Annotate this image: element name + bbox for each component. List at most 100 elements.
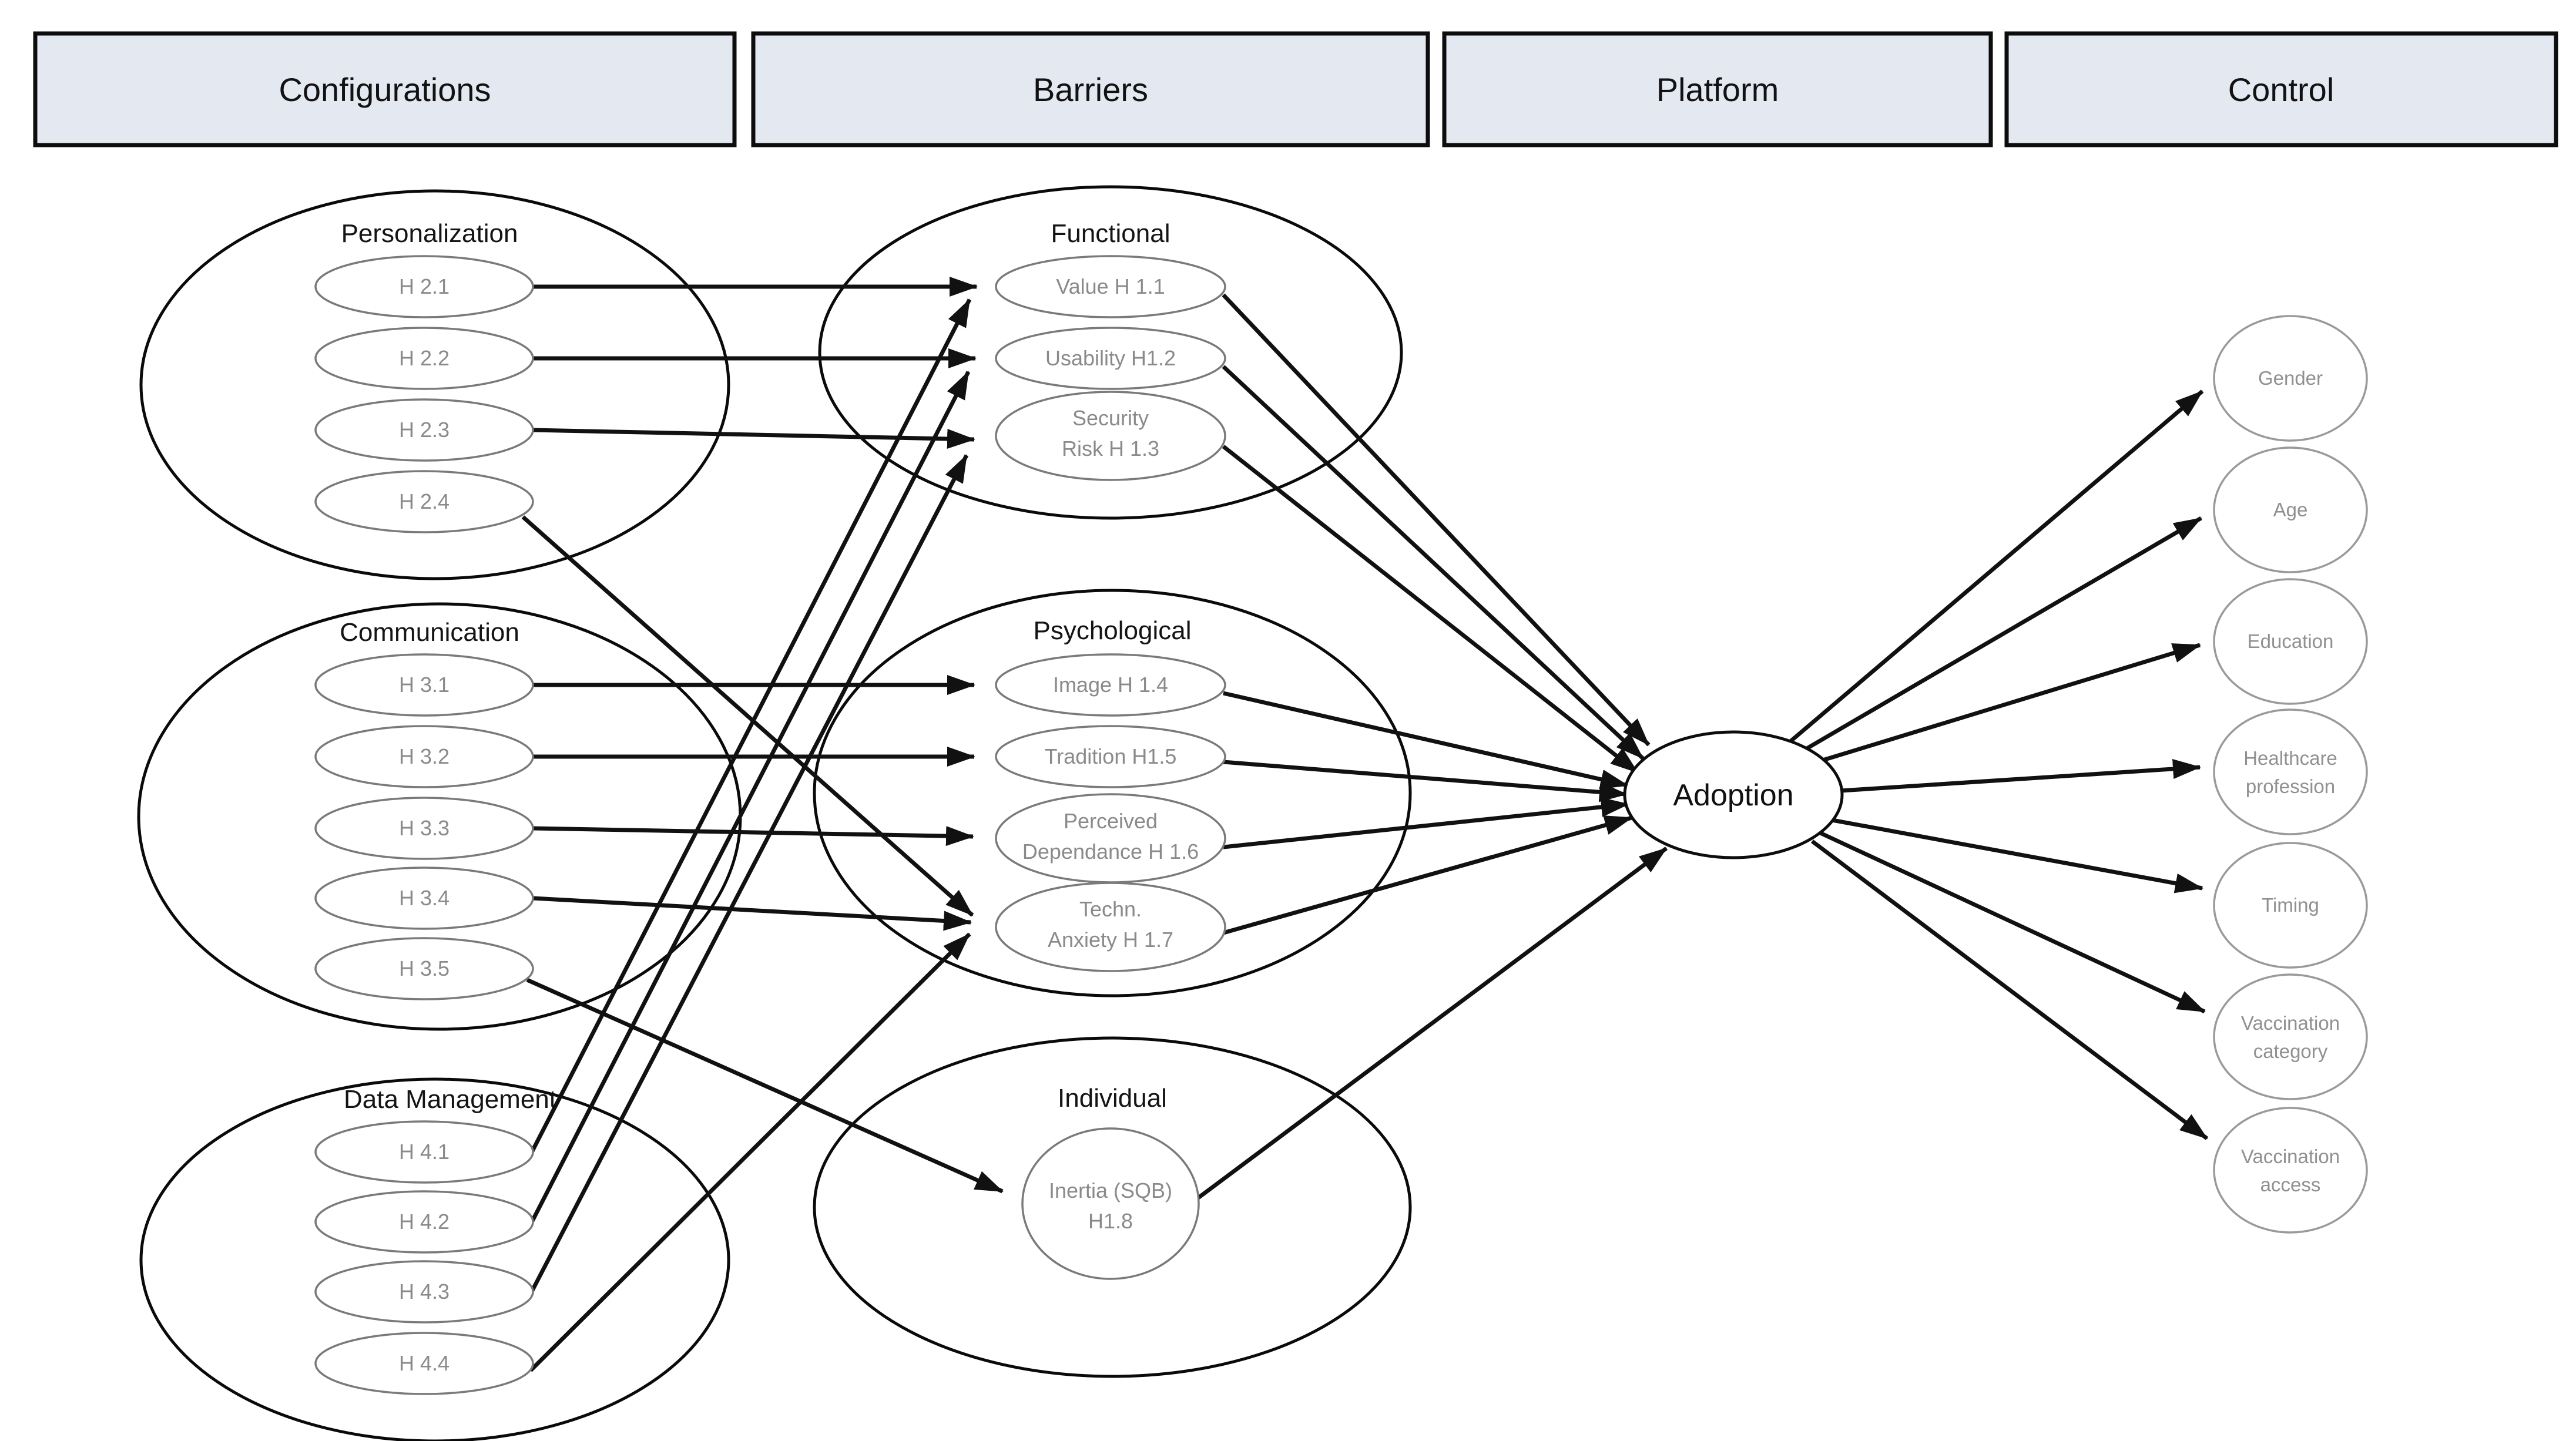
node-h2-2: [314, 327, 534, 390]
control-nodes: Gender Age Education Healthcare professi…: [2213, 315, 2368, 1234]
arrow-h43-to-security: [525, 454, 969, 1301]
arrow-h35-to-inertia: [526, 978, 1004, 1194]
node-label-tradition: Tradition H1.5: [1045, 744, 1177, 768]
header-label-platform: Platform: [1656, 71, 1779, 108]
cluster-title-communication: Communication: [340, 618, 519, 647]
arrow-security-to-adoption: [1222, 445, 1639, 774]
arrow-perceived-to-adoption: [1223, 797, 1629, 849]
arrow-adoption-to-education: [1806, 643, 2201, 767]
control-label-vaccination-access-line2: access: [2260, 1174, 2321, 1195]
control-education: [2213, 578, 2368, 705]
node-label-h4-4: H 4.4: [399, 1351, 450, 1375]
arrow-adoption-to-timing: [1832, 818, 2203, 894]
arrow-usability-to-adoption: [1222, 365, 1645, 760]
control-timing: [2213, 842, 2368, 969]
arrow-adoption-to-healthcare-profession: [1840, 759, 2201, 793]
arrow-h44-to-techn-anxiety: [529, 932, 971, 1372]
cluster-title-functional: Functional: [1051, 219, 1170, 248]
cluster-ellipses: Personalization Communication Data Manag…: [137, 185, 1412, 1441]
arrow-h34-to-techn-anxiety: [532, 896, 972, 931]
cluster-personalization: [139, 189, 730, 580]
node-label-h3-3: H 3.3: [399, 816, 450, 840]
arrow-value-to-adoption: [1222, 293, 1651, 747]
node-label-h4-1: H 4.1: [399, 1140, 450, 1164]
platform-node: Adoption: [1623, 730, 1844, 859]
node-label-h4-2: H 4.2: [399, 1210, 450, 1234]
node-label-value: Value H 1.1: [1056, 274, 1165, 298]
node-label-image: Image H 1.4: [1053, 673, 1168, 697]
arrow-techn-anxiety-to-adoption: [1223, 815, 1633, 935]
arrow-adoption-to-age: [1796, 516, 2202, 757]
node-perceived-dependance-h1-6: [995, 793, 1226, 884]
node-label-h3-5: H 3.5: [399, 956, 450, 980]
cluster-individual: [813, 1036, 1412, 1378]
control-label-gender: Gender: [2258, 367, 2323, 389]
node-label-security-line1: Security: [1072, 406, 1149, 430]
control-label-education: Education: [2248, 630, 2334, 652]
node-label-h3-1: H 3.1: [399, 673, 450, 697]
arrow-h23-to-security: [532, 428, 975, 449]
node-h3-4: [314, 866, 534, 930]
arrow-image-to-adoption: [1223, 691, 1629, 790]
cluster-title-individual: Individual: [1058, 1084, 1167, 1113]
node-h4-3: [314, 1260, 534, 1324]
cluster-data-management: [139, 1077, 730, 1441]
arrow-adoption-to-gender: [1785, 389, 2204, 747]
cluster-title-personalization: Personalization: [341, 219, 518, 248]
node-h2-4: [314, 470, 534, 533]
header-label-configurations: Configurations: [279, 71, 491, 108]
node-label-usability: Usability H1.2: [1045, 346, 1176, 370]
node-security-risk-h1-3: [995, 391, 1226, 481]
cluster-title-psychological: Psychological: [1033, 616, 1191, 645]
control-label-healthcare-line1: Healthcare: [2243, 747, 2337, 769]
cluster-title-data-management: Data Management: [344, 1085, 556, 1114]
node-label-h2-2: H 2.2: [399, 346, 450, 370]
node-h4-2: [314, 1190, 534, 1254]
node-label-h4-3: H 4.3: [399, 1279, 450, 1304]
node-label-adoption: Adoption: [1673, 778, 1793, 812]
node-label-techn-anxiety-line2: Anxiety H 1.7: [1048, 928, 1173, 952]
arrow-h41-to-value: [525, 298, 972, 1161]
control-vaccination-access: [2213, 1107, 2368, 1234]
node-h3-2: [314, 725, 534, 788]
header-label-control: Control: [2228, 71, 2334, 108]
header-row: Configurations Barriers Platform Control: [33, 31, 2558, 147]
node-h4-4: [314, 1332, 534, 1395]
arrow-tradition-to-adoption: [1223, 760, 1628, 802]
arrow-inertia-to-adoption: [1196, 847, 1668, 1200]
arrow-adoption-to-vaccination-access: [1810, 839, 2209, 1140]
node-h3-1: [314, 653, 534, 717]
node-h2-1: [314, 255, 534, 318]
header-box-platform: [1442, 31, 1993, 147]
header-label-barriers: Barriers: [1033, 71, 1148, 108]
cluster-functional: [818, 185, 1403, 520]
control-vaccination-category: [2213, 973, 2368, 1100]
node-techn-anxiety-h1-7: [995, 882, 1226, 972]
node-label-h2-4: H 2.4: [399, 489, 450, 513]
edges: [521, 277, 2209, 1372]
node-label-inertia-line2: H1.8: [1088, 1209, 1133, 1233]
header-box-control: [2004, 31, 2558, 147]
node-label-h3-2: H 3.2: [399, 744, 450, 768]
node-tradition-h1-5: [995, 725, 1226, 788]
node-h3-3: [314, 797, 534, 860]
control-label-vaccination-category-line1: Vaccination: [2241, 1012, 2340, 1034]
cluster-psychological: [813, 589, 1412, 997]
arrow-h24-to-techn-anxiety: [521, 515, 974, 917]
header-box-configurations: [33, 31, 737, 147]
node-label-techn-anxiety-line1: Techn.: [1079, 897, 1142, 921]
node-label-h2-3: H 2.3: [399, 418, 450, 442]
configuration-nodes: H 2.1 H 2.2 H 2.3 H 2.4 H 3.1 H 3.2 H 3.…: [314, 255, 534, 1395]
control-label-healthcare-line2: profession: [2246, 775, 2335, 797]
header-box-barriers: [751, 31, 1430, 147]
control-label-timing: Timing: [2262, 894, 2319, 916]
control-label-vaccination-access-line1: Vaccination: [2241, 1146, 2340, 1167]
control-label-age: Age: [2273, 499, 2308, 520]
barrier-nodes: Value H 1.1 Usability H1.2 Security Risk…: [995, 255, 1226, 1280]
control-gender: [2213, 315, 2368, 442]
node-usability-h1-2: [995, 327, 1226, 390]
control-label-vaccination-category-line2: category: [2253, 1040, 2328, 1062]
arrow-h42-to-usability: [525, 371, 971, 1231]
node-label-security-line2: Risk H 1.3: [1062, 436, 1159, 461]
